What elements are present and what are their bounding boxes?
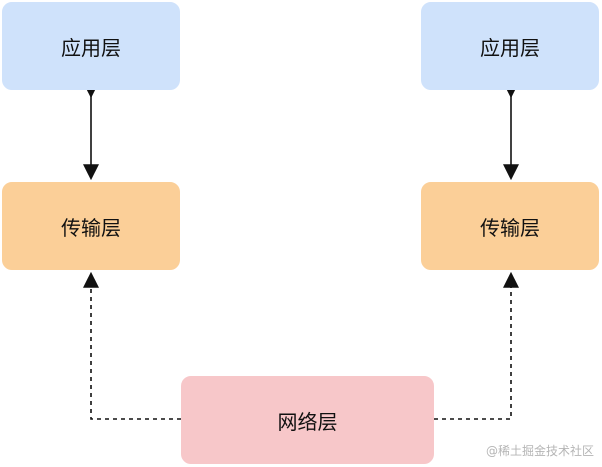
network-to-right-transport-dashed-arrow — [434, 271, 519, 420]
network-layer-box: 网络层 — [181, 376, 434, 464]
left-application-layer-box: 应用层 — [2, 2, 180, 90]
right-application-layer-label: 应用层 — [480, 35, 540, 60]
left-transport-layer-label: 传输层 — [61, 215, 121, 240]
right-transport-layer-box: 传输层 — [421, 182, 599, 270]
right-application-layer-box: 应用层 — [421, 2, 599, 90]
left-application-layer-label: 应用层 — [61, 35, 121, 60]
network-to-left-transport-dashed-arrow — [83, 271, 181, 420]
network-layer-label: 网络层 — [277, 409, 338, 434]
right-transport-layer-label: 传输层 — [480, 215, 540, 240]
left-transport-layer-box: 传输层 — [2, 182, 180, 270]
watermark-text: @稀土掘金技术社区 — [485, 444, 594, 458]
